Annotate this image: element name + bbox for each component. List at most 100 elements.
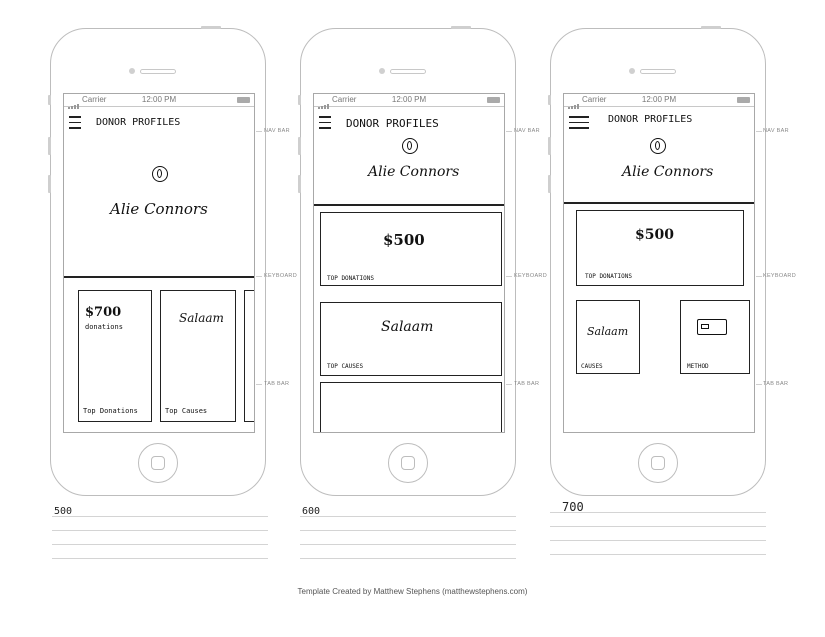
top-donations-card[interactable]: $700 donations Top Donations [78,290,152,422]
note-line [52,558,268,559]
speaker-grille [390,69,426,74]
profile-name: Alie Connors [622,164,714,180]
carrier-label: Carrier [82,95,107,104]
mute-switch [548,95,551,105]
section-divider [564,202,754,204]
method-card[interactable]: METHOD [680,300,750,374]
power-button [451,26,471,29]
carrier-label: Carrier [582,95,607,104]
size-label-2: 600 [302,506,321,517]
speaker-grille [640,69,676,74]
phone-frame-1: Carrier 12:00 PM DONOR PROFILES Alie Con… [48,26,266,496]
note-line [550,526,766,527]
power-button [201,26,221,29]
note-line [300,544,516,545]
mute-switch [298,95,301,105]
phone-screen: Carrier 12:00 PM DONOR PROFILES Alie Con… [313,93,505,433]
callout-tick [506,131,512,132]
phone-screen: Carrier 12:00 PM DONOR PROFILES Alie Con… [63,93,255,433]
top-donations-card[interactable]: $500 TOP DONATIONS [576,210,744,286]
callout-tab-bar: TAB BAR [514,381,540,387]
card-value: $500 [383,231,425,249]
callout-nav-bar: NAV BAR [264,128,290,134]
callout-tab-bar: TAB BAR [264,381,290,387]
volume-down-button [298,175,301,193]
card-label: METHOD [687,363,709,370]
callout-keyboard: KEYBOARD [264,273,297,279]
status-bar: Carrier 12:00 PM [64,94,254,109]
volume-up-button [548,137,551,155]
power-button [701,26,721,29]
phone-screen: Carrier 12:00 PM DONOR PROFILES Alie Con… [563,93,755,433]
phone-frame-2: Carrier 12:00 PM DONOR PROFILES Alie Con… [298,26,516,496]
card-value: Salaam [587,325,629,338]
callout-tab-bar: TAB BAR [763,381,789,387]
next-card-peek [320,382,502,432]
credit-card-icon [697,319,727,335]
nav-title: DONOR PROFILES [346,117,439,130]
callout-tick [506,276,512,277]
volume-down-button [548,175,551,193]
card-label: TOP DONATIONS [585,273,632,280]
note-line [52,530,268,531]
camera-icon [129,68,135,74]
callout-tick [756,384,762,385]
battery-icon [487,97,500,103]
size-label-1: 500 [54,506,73,517]
status-time: 12:00 PM [391,95,427,104]
camera-icon [379,68,385,74]
callout-nav-bar: NAV BAR [514,128,540,134]
avatar-icon [650,138,666,154]
volume-up-button [298,137,301,155]
card-label: Top Causes [165,407,208,415]
avatar-icon [152,166,168,182]
card-sub: donations [85,323,123,331]
card-label: CAUSES [581,363,603,370]
hamburger-menu-icon[interactable] [69,116,81,130]
profile-name: Alie Connors [368,164,460,180]
signal-icon [318,97,330,109]
top-donations-card[interactable]: $500 TOP DONATIONS [320,212,502,286]
note-line [300,558,516,559]
battery-icon [237,97,250,103]
camera-icon [629,68,635,74]
size-label-3: 700 [562,500,584,514]
callout-tick [256,384,262,385]
phone-frame-3: Carrier 12:00 PM DONOR PROFILES Alie Con… [548,26,766,496]
note-line [52,516,268,517]
callout-keyboard: KEYBOARD [763,273,796,279]
callout-tick [256,131,262,132]
home-button[interactable] [138,443,178,483]
template-credit: Template Created by Matthew Stephens (ma… [297,587,528,596]
nav-title: DONOR PROFILES [96,117,181,128]
home-button[interactable] [388,443,428,483]
note-line [52,544,268,545]
card-label: TOP DONATIONS [327,275,374,282]
causes-card[interactable]: Salaam CAUSES [576,300,640,374]
top-causes-card[interactable]: Salaam TOP CAUSES [320,302,502,376]
volume-down-button [48,175,51,193]
card-label: Top Donations [83,407,138,415]
home-button[interactable] [638,443,678,483]
avatar-icon [402,138,418,154]
callout-nav-bar: NAV BAR [763,128,789,134]
top-causes-card[interactable]: Salaam Top Causes [160,290,236,422]
note-line [300,516,516,517]
next-card-peek [244,290,254,422]
note-line [550,540,766,541]
signal-icon [568,97,580,109]
signal-icon [68,97,80,109]
status-bar: Carrier 12:00 PM [314,94,504,109]
hamburger-menu-icon[interactable] [569,116,589,130]
status-bar: Carrier 12:00 PM [564,94,754,109]
callout-tick [256,276,262,277]
speaker-grille [140,69,176,74]
status-time: 12:00 PM [141,95,177,104]
callout-keyboard: KEYBOARD [514,273,547,279]
battery-icon [737,97,750,103]
hamburger-menu-icon[interactable] [319,116,331,130]
carrier-label: Carrier [332,95,357,104]
section-divider [314,204,504,206]
card-value: $500 [635,227,674,243]
profile-name: Alie Connors [110,200,208,218]
